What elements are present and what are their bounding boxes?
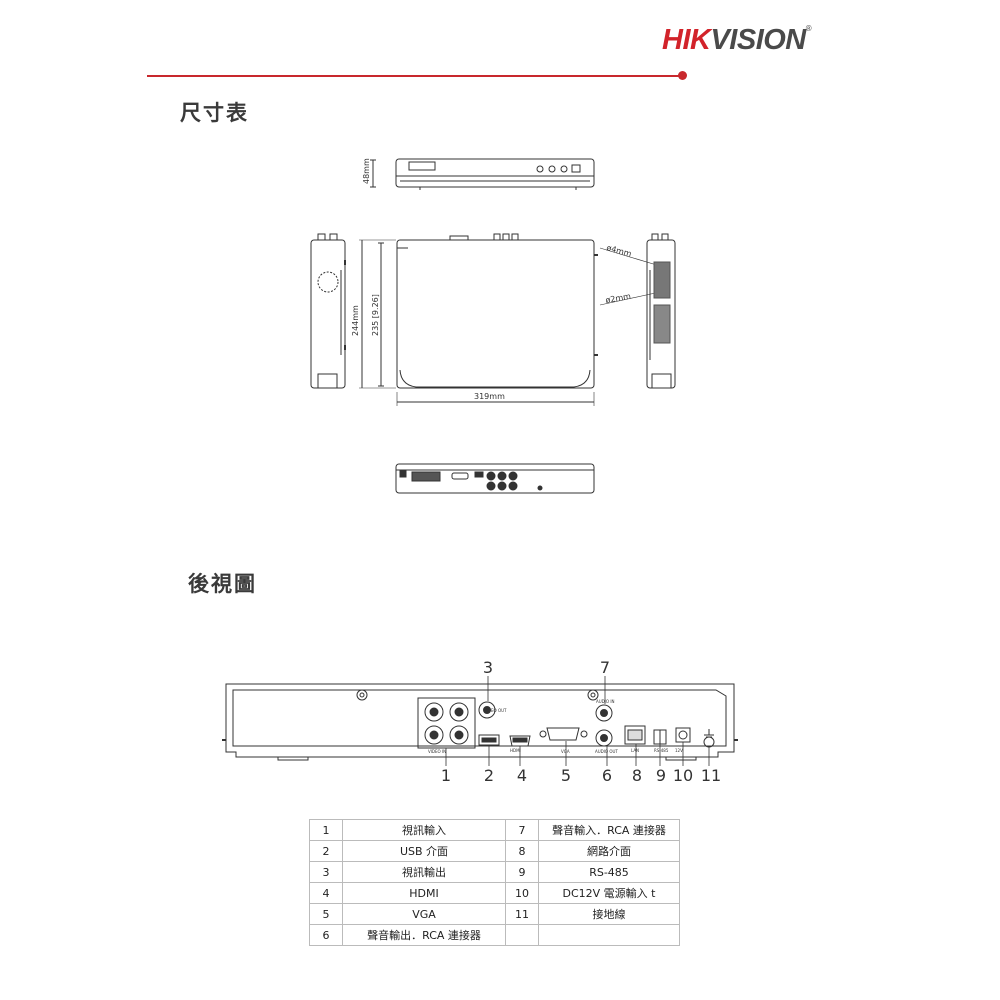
front-view-drawing xyxy=(370,158,595,190)
right-side-drawing xyxy=(646,233,676,389)
table-cell-desc: 聲音輸出．RCA 連接器 xyxy=(342,924,506,946)
dim-depth-outer: 244mm xyxy=(351,305,360,336)
port-label-video-out: VIDEO OUT xyxy=(484,708,507,713)
dimensions-heading: 尺寸表 xyxy=(180,101,249,125)
left-side-drawing xyxy=(310,233,346,389)
table-row: 2 USB 介面 8 網路介面 xyxy=(309,840,680,862)
callout-6: 6 xyxy=(602,766,612,785)
table-cell-desc xyxy=(538,924,680,946)
callout-9: 9 xyxy=(656,766,666,785)
callout-5: 5 xyxy=(561,766,571,785)
table-cell-desc: 接地線 xyxy=(538,903,680,925)
table-cell-number xyxy=(505,924,539,946)
logo-text-hik: HIK xyxy=(662,24,711,56)
table-cell-desc: 網路介面 xyxy=(538,840,680,862)
port-label-video-in: VIDEO IN xyxy=(428,749,446,754)
header-rule-dot xyxy=(678,71,687,80)
port-label-12v: 12V xyxy=(675,748,683,753)
callout-3: 3 xyxy=(483,658,493,677)
callout-8: 8 xyxy=(632,766,642,785)
table-cell-number: 6 xyxy=(309,924,343,946)
table-cell-desc: 視訊輸入 xyxy=(342,819,506,841)
callout-4: 4 xyxy=(517,766,527,785)
table-cell-number: 8 xyxy=(505,840,539,862)
table-cell-desc: USB 介面 xyxy=(342,840,506,862)
table-cell-desc: RS-485 xyxy=(538,861,680,883)
callout-1: 1 xyxy=(441,766,451,785)
dim-depth-inner: 235 [9.26] xyxy=(371,294,380,336)
logo-registered-mark: ® xyxy=(805,24,812,33)
table-row: 1 視訊輸入 7 聲音輸入．RCA 連接器 xyxy=(309,819,680,841)
header-rule xyxy=(147,75,680,77)
table-cell-number: 7 xyxy=(505,819,539,841)
port-label-vga: VGA xyxy=(561,749,570,754)
table-row: 3 視訊輸出 9 RS-485 xyxy=(309,861,680,883)
table-cell-desc: VGA xyxy=(342,903,506,925)
callout-11: 11 xyxy=(701,766,721,785)
logo-text-vision: VISION xyxy=(710,24,806,56)
table-cell-number: 3 xyxy=(309,861,343,883)
dim-hole-large: ø4mm xyxy=(605,243,632,258)
top-view-drawing xyxy=(359,233,661,406)
port-label-hdmi: HDMI xyxy=(510,748,521,753)
port-label-lan: LAN xyxy=(631,748,639,753)
callout-7: 7 xyxy=(600,658,610,677)
callout-2: 2 xyxy=(484,766,494,785)
table-cell-desc: HDMI xyxy=(342,882,506,904)
port-label-audio-in: AUDIO IN xyxy=(596,699,615,704)
rear-view-small-drawing xyxy=(395,463,595,494)
table-cell-number: 1 xyxy=(309,819,343,841)
port-label-audio-out: AUDIO OUT xyxy=(595,749,618,754)
table-cell-number: 2 xyxy=(309,840,343,862)
table-cell-number: 9 xyxy=(505,861,539,883)
port-label-rs485: RS-485 xyxy=(654,748,669,753)
dim-height: 48mm xyxy=(362,158,371,184)
table-cell-number: 5 xyxy=(309,903,343,925)
table-cell-number: 11 xyxy=(505,903,539,925)
rear-panel-drawing xyxy=(222,676,738,766)
dim-width: 319mm xyxy=(474,392,505,401)
table-cell-desc: 聲音輸入．RCA 連接器 xyxy=(538,819,680,841)
table-cell-number: 10 xyxy=(505,882,539,904)
rear-view-heading: 後視圖 xyxy=(188,572,257,596)
callout-10: 10 xyxy=(673,766,693,785)
table-cell-desc: DC12V 電源輸入 t xyxy=(538,882,680,904)
table-row: 5 VGA 11 接地線 xyxy=(309,903,680,925)
table-cell-number: 4 xyxy=(309,882,343,904)
hikvision-logo: HIKVISION® xyxy=(662,24,812,57)
table-row: 4 HDMI 10 DC12V 電源輸入 t xyxy=(309,882,680,904)
dim-hole-small: ø2mm xyxy=(605,292,632,305)
table-row: 6 聲音輸出．RCA 連接器 xyxy=(309,924,680,946)
port-spec-table: 1 視訊輸入 7 聲音輸入．RCA 連接器 2 USB 介面 8 網路介面 3 … xyxy=(309,819,680,946)
table-cell-desc: 視訊輸出 xyxy=(342,861,506,883)
